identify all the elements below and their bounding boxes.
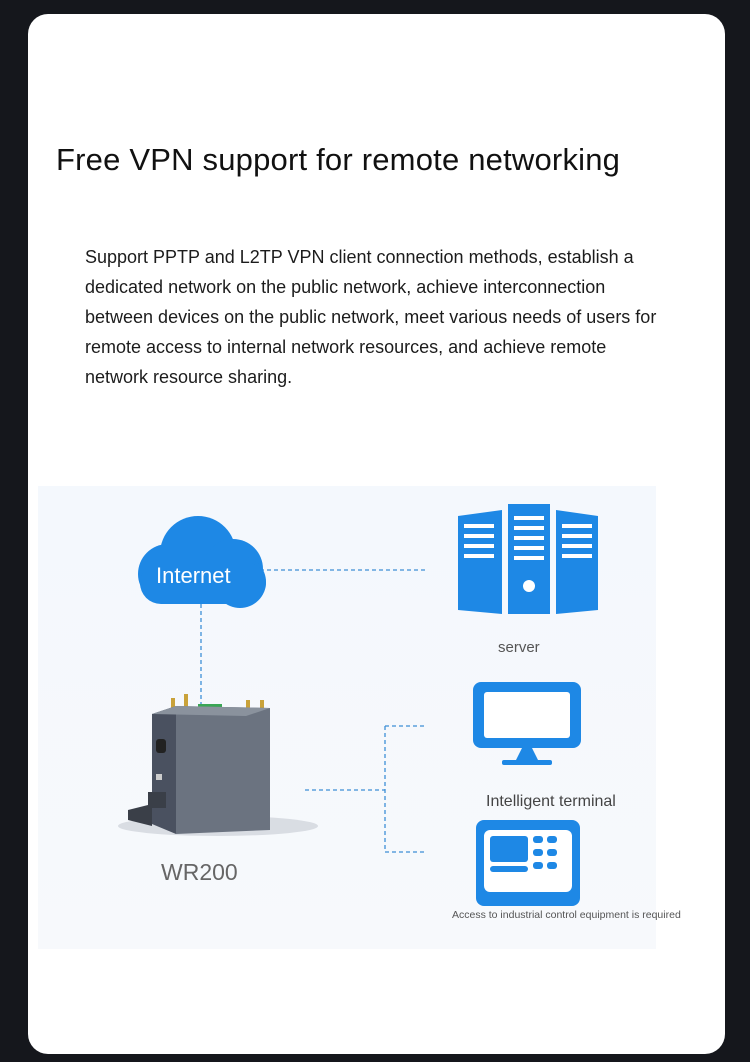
internet-cloud-icon bbox=[138, 516, 266, 608]
content-card: Free VPN support for remote networking S… bbox=[28, 14, 725, 1054]
connection-lines bbox=[200, 569, 426, 853]
page-title: Free VPN support for remote networking bbox=[56, 142, 621, 177]
industrial-controller-icon bbox=[476, 820, 580, 906]
router-label: WR200 bbox=[161, 859, 238, 885]
feature-description: Support PPTP and L2TP VPN client connect… bbox=[85, 247, 657, 387]
server-icon bbox=[458, 504, 598, 614]
server-label: server bbox=[498, 639, 540, 656]
monitor-icon bbox=[473, 682, 581, 765]
network-diagram bbox=[118, 504, 598, 906]
internet-label: Internet bbox=[156, 563, 231, 588]
router-icon bbox=[118, 694, 318, 836]
terminal-label: Intelligent terminal bbox=[486, 793, 616, 810]
equipment-label: Access to industrial control equipment i… bbox=[452, 909, 681, 921]
